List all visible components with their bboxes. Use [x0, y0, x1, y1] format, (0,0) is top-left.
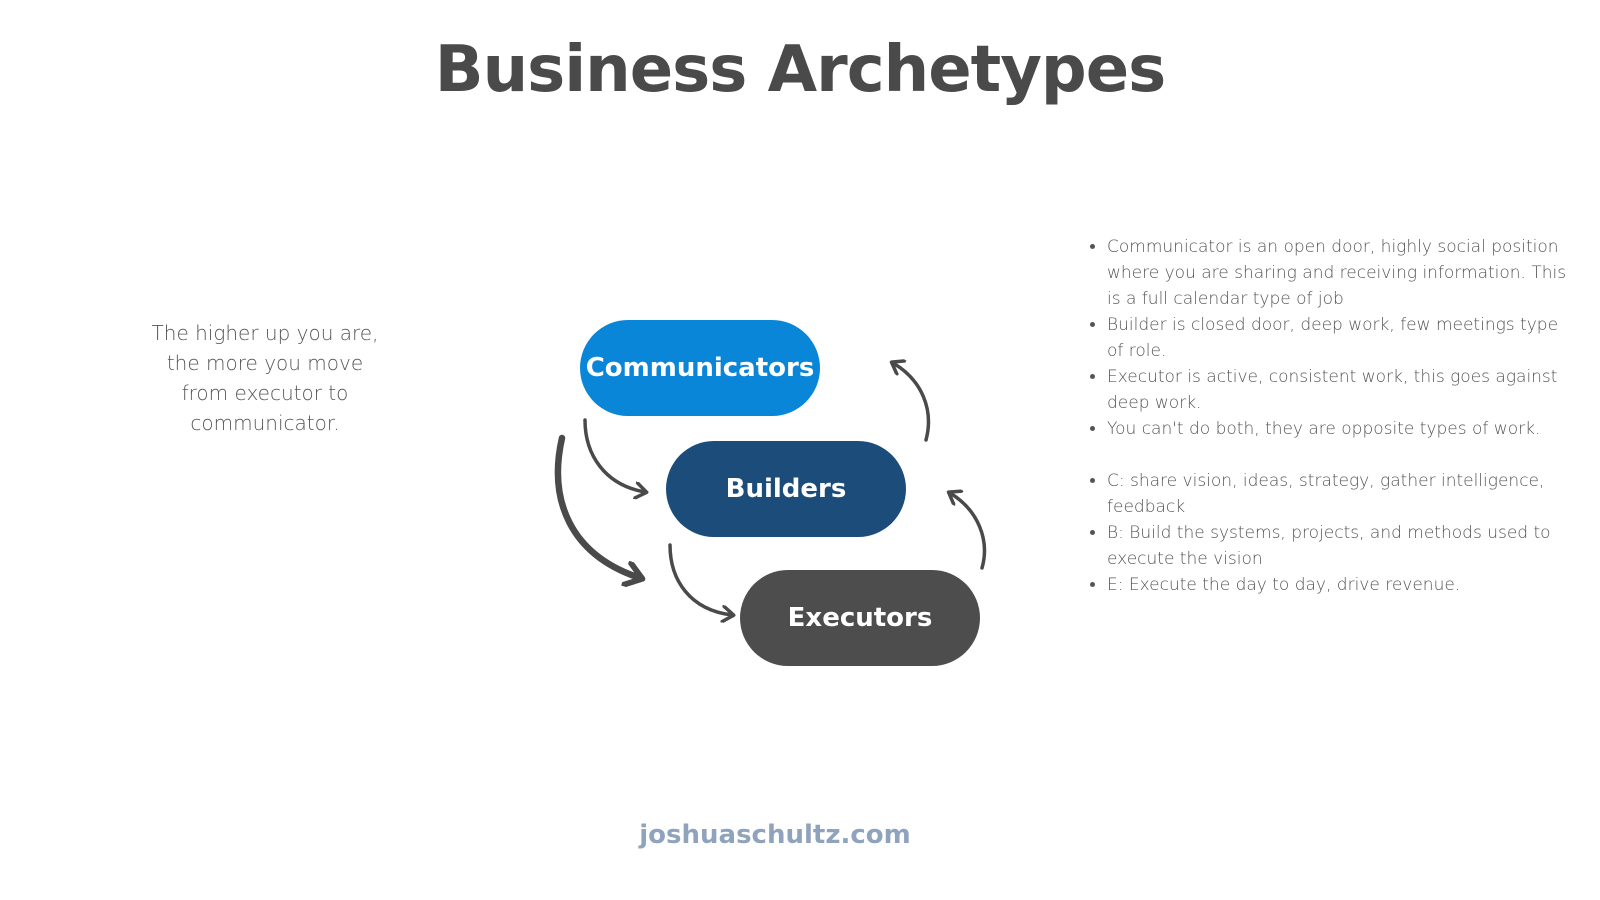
list-item: B: Build the systems, projects, and meth…	[1107, 520, 1570, 572]
footer-website: joshuaschultz.com	[639, 820, 911, 850]
list-item: You can't do both, they are opposite typ…	[1107, 416, 1570, 442]
list-item: Executor is active, consistent work, thi…	[1107, 364, 1570, 416]
node-communicators: Communicators	[580, 320, 820, 416]
arrow-executors-to-builders	[950, 493, 987, 570]
node-builders: Builders	[666, 441, 906, 537]
description-list: Communicator is an open door, highly soc…	[1070, 234, 1570, 598]
node-executors: Executors	[740, 570, 980, 666]
arrow-communicators-to-executors	[554, 434, 640, 578]
list-item: Builder is closed door, deep work, few m…	[1107, 312, 1570, 364]
side-note: The higher up you are, the more you move…	[151, 321, 379, 435]
arrow-builders-to-communicators	[893, 363, 931, 442]
list-item: C: share vision, ideas, strategy, gather…	[1107, 468, 1570, 520]
arrow-communicators-to-builders	[583, 418, 645, 492]
page-title: Business Archetypes	[434, 33, 1166, 107]
list-item: Communicator is an open door, highly soc…	[1107, 234, 1570, 312]
list-item: E: Execute the day to day, drive revenue…	[1107, 572, 1570, 598]
arrow-builders-to-executors	[668, 543, 732, 615]
